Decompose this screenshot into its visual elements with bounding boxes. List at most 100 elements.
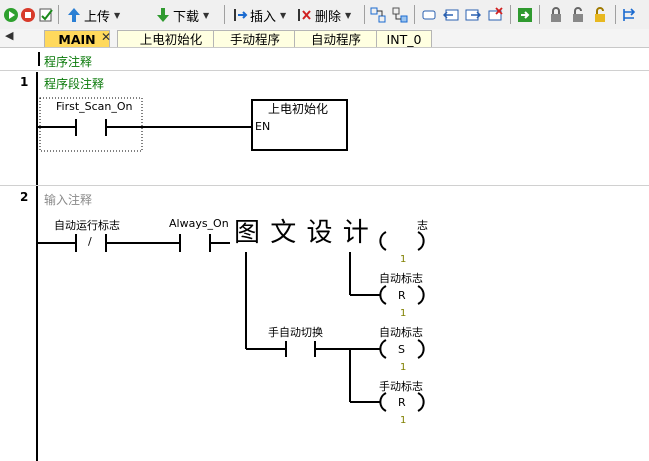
upload-dropdown-icon[interactable]: ▼ xyxy=(114,10,121,20)
coil-n-value: 1 xyxy=(400,254,407,265)
unlock-all-button[interactable] xyxy=(592,6,608,24)
insert-label: 插入 xyxy=(250,9,277,25)
program-comment[interactable]: 程序注释 xyxy=(44,55,93,69)
download-arrow-icon xyxy=(157,8,169,22)
unlock-button[interactable] xyxy=(570,6,586,24)
network-comment-1[interactable]: 程序段注释 xyxy=(44,77,105,91)
coil-reset-1[interactable] xyxy=(379,285,387,305)
upload-arrow-icon xyxy=(68,8,80,22)
coil-set[interactable] xyxy=(379,339,387,359)
run-button[interactable] xyxy=(3,6,19,24)
coil-op-set: S xyxy=(398,343,405,356)
insert-button[interactable]: 插入 ▼ xyxy=(232,6,287,25)
forward-button[interactable] xyxy=(465,6,481,24)
insert-dropdown-icon[interactable]: ▼ xyxy=(280,10,287,20)
network-comment-2[interactable]: 输入注释 xyxy=(44,193,93,207)
line-gutter xyxy=(0,48,37,461)
branch-button[interactable] xyxy=(622,6,638,24)
delete-dropdown-icon[interactable]: ▼ xyxy=(345,10,352,20)
forward-arrow-icon xyxy=(465,9,481,21)
contact-label-always-on[interactable]: Always_On xyxy=(169,217,229,230)
download-dropdown-icon[interactable]: ▼ xyxy=(203,10,210,20)
coil-n-value: 1 xyxy=(400,308,407,319)
unlock-icon xyxy=(573,7,583,22)
coil-op-reset-2: R xyxy=(398,396,406,409)
tab-int0[interactable]: INT_0 xyxy=(376,30,432,47)
function-box-title: 上电初始化 xyxy=(268,102,329,116)
network2-button[interactable] xyxy=(392,6,408,24)
divider xyxy=(0,185,649,186)
coil-top[interactable] xyxy=(417,231,425,251)
branch-arrow-icon xyxy=(623,8,636,21)
tab-manual-label: 手动程序 xyxy=(229,32,280,47)
toolbar: 上传 ▼ 下载 ▼ 插入 ▼ 删除 ▼ xyxy=(0,0,649,30)
tab-manual[interactable]: 手动程序 xyxy=(213,30,297,47)
clear-icon xyxy=(488,7,503,21)
stop-icon xyxy=(21,8,35,22)
tab-bar: ◀ MAIN ✕ 上电初始化 手动程序 自动程序 INT_0 xyxy=(0,29,649,48)
network-number-1: 1 xyxy=(20,75,29,89)
download-label: 下载 xyxy=(173,9,200,25)
coil-label-auto-2[interactable]: 自动标志 xyxy=(379,326,423,339)
coil-n-value: 1 xyxy=(400,362,407,373)
power-rail-1 xyxy=(36,72,38,192)
box-icon xyxy=(422,10,436,20)
coil-reset-1[interactable] xyxy=(417,285,425,305)
divider xyxy=(0,70,649,71)
download-button[interactable]: 下载 ▼ xyxy=(155,6,210,25)
contact-label-first-scan[interactable]: First_Scan_On xyxy=(56,100,133,113)
insert-icon xyxy=(234,9,248,21)
clear-button[interactable] xyxy=(487,6,503,24)
coil-top[interactable] xyxy=(379,231,387,251)
lock-button[interactable] xyxy=(548,6,564,24)
upload-label: 上传 xyxy=(84,9,111,25)
tab-auto[interactable]: 自动程序 xyxy=(294,30,378,47)
goto-button[interactable] xyxy=(517,6,533,24)
coil-n-value: 1 xyxy=(400,415,407,426)
coil-set[interactable] xyxy=(417,339,425,359)
upload-button[interactable]: 上传 ▼ xyxy=(66,6,121,25)
compile-icon xyxy=(39,8,53,22)
contact-label-auto-run[interactable]: 自动运行标志 xyxy=(54,219,120,232)
unlock-star-icon xyxy=(595,7,605,22)
stop-button[interactable] xyxy=(20,6,36,24)
coil-label-auto-1[interactable]: 自动标志 xyxy=(379,272,423,285)
coil-reset-2[interactable] xyxy=(417,392,425,412)
nc-slash: / xyxy=(88,235,92,248)
network-2 xyxy=(38,231,425,412)
tab-power-init[interactable]: 上电初始化 xyxy=(117,30,225,47)
network-1 xyxy=(38,97,348,152)
network-number-2: 2 xyxy=(20,190,29,204)
tab-main[interactable]: MAIN xyxy=(44,30,110,47)
close-tab-icon[interactable]: ✕ xyxy=(101,30,112,44)
network-compare-icon xyxy=(392,7,408,23)
contact-selection xyxy=(39,97,143,152)
tab-power-init-label: 上电初始化 xyxy=(139,32,203,47)
box-button[interactable] xyxy=(421,6,437,24)
coil-label-manual[interactable]: 手动标志 xyxy=(379,380,423,393)
coil-label-partial: 志 xyxy=(417,219,428,232)
tab-scroll-left-icon[interactable]: ◀ xyxy=(5,29,14,42)
power-rail-2 xyxy=(36,189,38,461)
run-icon xyxy=(4,8,18,22)
cursor-bar xyxy=(38,52,40,66)
delete-label: 删除 xyxy=(315,9,342,25)
tab-int0-label: INT_0 xyxy=(386,32,422,47)
back-arrow-icon xyxy=(443,9,459,21)
coil-op-reset-1: R xyxy=(398,289,406,302)
delete-icon xyxy=(298,9,311,21)
network-button[interactable] xyxy=(370,6,386,24)
network-icon xyxy=(370,7,386,23)
back-button[interactable] xyxy=(443,6,459,24)
delete-button[interactable]: 删除 ▼ xyxy=(297,6,352,25)
function-box-en-pin: EN xyxy=(255,120,271,133)
goto-icon xyxy=(518,8,532,22)
function-box[interactable] xyxy=(251,99,348,151)
contact-label-manual-auto-switch[interactable]: 手自动切换 xyxy=(268,326,323,339)
lock-icon xyxy=(551,7,561,22)
compile-button[interactable] xyxy=(38,6,54,24)
tab-auto-label: 自动程序 xyxy=(310,32,361,47)
coil-reset-2[interactable] xyxy=(379,392,387,412)
watermark-text: 图 文 设 计 xyxy=(234,218,371,248)
tab-main-label: MAIN xyxy=(58,32,96,47)
